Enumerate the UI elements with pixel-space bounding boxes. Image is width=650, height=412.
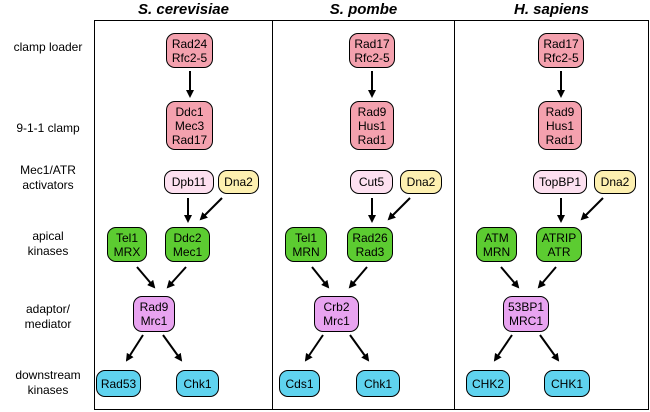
kinase-node-tel1-s-cerevisiae: Tel1 MRX — [107, 227, 147, 262]
kinase-node-atm-h-sapiens: ATM MRN — [476, 227, 517, 262]
downstream-node-rad53-s-cerevisiae: Rad53 — [96, 370, 141, 397]
clamp-node-s-pombe: Rad9 Hus1 Rad1 — [350, 101, 394, 150]
dna2-node-s-cerevisiae: Dna2 — [218, 170, 259, 194]
arrow-19 — [493, 334, 513, 362]
row-label-9-1-1-clamp: 9-1-1 clamp — [16, 121, 80, 135]
row-label-downstream-kinases: downstream kinases — [15, 368, 81, 397]
column-header-s-pombe: S. pombe — [329, 1, 398, 18]
column-header-s-cerevisiae: S. cerevisiae — [138, 1, 229, 18]
kinase-node-tel1-s-pombe: Tel1 MRN — [285, 227, 327, 262]
clamp-node-s-cerevisiae: Ddc1 Mec3 Rad17 — [166, 101, 213, 150]
arrow-6 — [162, 334, 183, 362]
arrow-18 — [537, 266, 557, 289]
activator-node-s-cerevisiae: Dpb11 — [164, 170, 214, 194]
clamp-loader-node-h-sapiens: Rad17 Rfc2-5 — [538, 33, 584, 68]
downstream-node-chk1-s-pombe: Chk1 — [356, 370, 400, 397]
arrow-10 — [311, 266, 330, 289]
mediator-node-s-pombe: Crb2 Mrc1 — [314, 296, 359, 332]
arrow-4 — [166, 266, 187, 289]
arrow-3 — [136, 266, 156, 289]
arrow-20 — [539, 334, 560, 362]
clamp-node-h-sapiens: Rad9 Hus1 Rad1 — [538, 101, 582, 150]
downstream-node-cds1-s-pombe: Cds1 — [279, 370, 320, 397]
downstream-node-chk2-h-sapiens: CHK2 — [466, 370, 510, 397]
row-label-activators: Mec1/ATR activators — [20, 163, 76, 192]
row-label-apical-kinases: apical kinases — [27, 229, 69, 258]
mediator-node-h-sapiens: 53BP1 MRC1 — [503, 296, 549, 332]
arrow-16 — [580, 197, 604, 221]
kinase-node-mec1-s-cerevisiae: Ddc2 Mec1 — [165, 227, 210, 262]
arrow-2 — [199, 197, 223, 221]
downstream-node-chk1-s-cerevisiae: Chk1 — [176, 370, 219, 397]
row-label-adaptor-mediator: adaptor/ mediator — [24, 302, 72, 331]
arrow-13 — [349, 334, 370, 362]
dna2-node-s-pombe: Dna2 — [400, 170, 442, 194]
activator-node-s-pombe: Cut5 — [350, 170, 393, 194]
downstream-node-chk1-h-sapiens: CHK1 — [544, 370, 590, 397]
clamp-loader-node-s-pombe: Rad17 Rfc2-5 — [349, 33, 395, 68]
arrow-12 — [304, 334, 324, 362]
arrow-5 — [125, 334, 144, 362]
dna2-node-h-sapiens: Dna2 — [594, 170, 636, 194]
arrow-17 — [500, 266, 520, 289]
clamp-loader-node-s-cerevisiae: Rad24 Rfc2-5 — [166, 33, 213, 68]
column-header-h-sapiens: H. sapiens — [513, 1, 590, 18]
activator-node-h-sapiens: TopBP1 — [533, 170, 587, 194]
mediator-node-s-cerevisiae: Rad9 Mrc1 — [133, 296, 175, 332]
kinase-node-rad3-s-pombe: Rad26 Rad3 — [347, 227, 393, 262]
kinase-node-atr-h-sapiens: ATRIP ATR — [536, 227, 582, 262]
arrow-11 — [348, 266, 368, 289]
frame-h-sapiens — [454, 20, 649, 410]
arrow-9 — [387, 197, 411, 221]
row-label-clamp-loader: clamp loader — [13, 40, 83, 54]
